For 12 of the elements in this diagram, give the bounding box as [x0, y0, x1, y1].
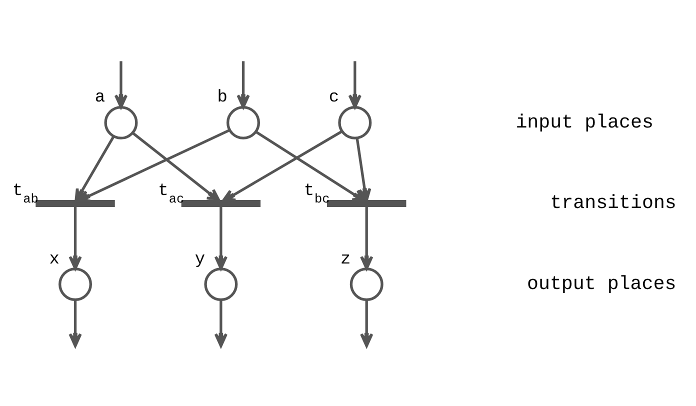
- label: output places: [526, 272, 676, 294]
- node-label: a: [94, 88, 106, 108]
- node-label: t$_{ac}$: [158, 181, 184, 206]
- node-label: t$_{bc}$: [304, 181, 330, 206]
- node-label: t$_{ab}$: [12, 181, 38, 206]
- node-label: z: [340, 250, 351, 269]
- label: input places: [516, 110, 654, 133]
- label: transitions: [550, 192, 676, 214]
- node-label: c: [328, 88, 340, 108]
- node-label: b: [217, 88, 228, 108]
- node-label: y: [194, 250, 206, 269]
- node-label: x: [49, 250, 60, 269]
